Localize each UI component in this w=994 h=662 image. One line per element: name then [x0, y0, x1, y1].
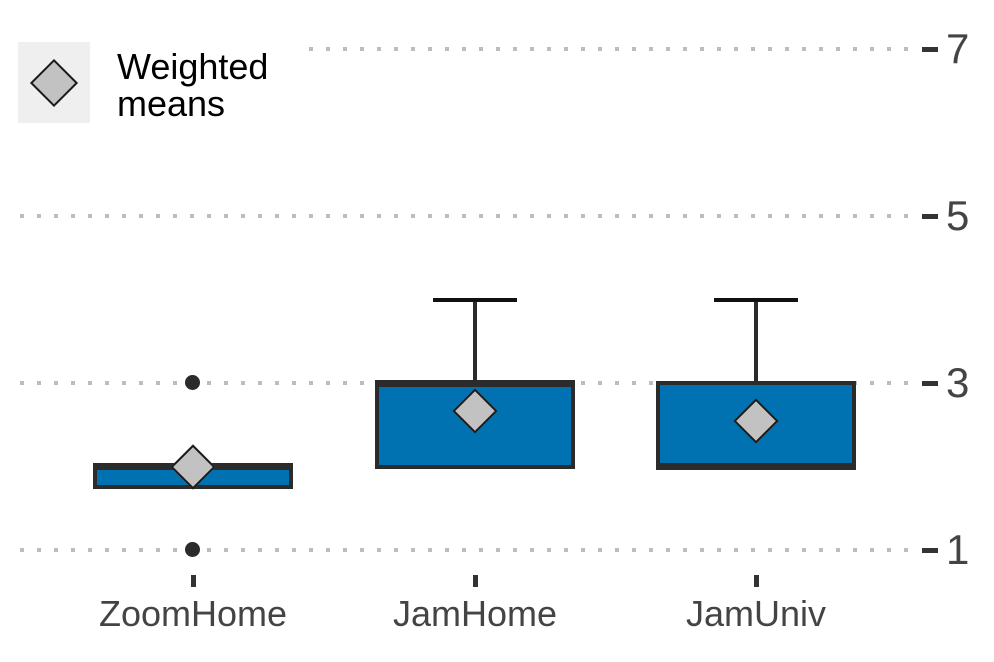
- legend-label: Weighted means: [117, 46, 269, 124]
- gridline: [20, 214, 918, 218]
- whisker-cap: [714, 297, 798, 302]
- x-axis-tick: [754, 575, 759, 587]
- y-axis-label: 3: [946, 359, 970, 406]
- gridline: [20, 47, 918, 51]
- outlier-dot: [185, 375, 200, 390]
- x-axis-label: JamUniv: [685, 593, 827, 634]
- y-axis-tick: [922, 548, 938, 553]
- weighted-means-diamond-icon: [29, 58, 79, 107]
- median-bar: [375, 379, 575, 387]
- x-axis-label: JamHome: [392, 593, 558, 634]
- y-axis-tick: [922, 381, 938, 386]
- y-axis-tick: [922, 214, 938, 219]
- gridline: [20, 548, 918, 552]
- x-axis-tick: [191, 575, 196, 587]
- outlier-dot: [185, 542, 200, 557]
- x-axis-label: ZoomHome: [98, 593, 288, 634]
- y-axis-tick: [922, 47, 938, 52]
- legend-key: [18, 42, 90, 123]
- x-axis-tick: [473, 575, 478, 587]
- legend: Weighted means: [8, 28, 308, 138]
- whisker-cap: [433, 297, 517, 302]
- y-axis-label: 5: [946, 192, 970, 239]
- median-bar: [656, 463, 856, 470]
- y-axis-label: 1: [946, 526, 970, 573]
- whisker-line: [754, 299, 758, 383]
- y-axis-label: 7: [946, 25, 970, 72]
- whisker-line: [473, 299, 477, 383]
